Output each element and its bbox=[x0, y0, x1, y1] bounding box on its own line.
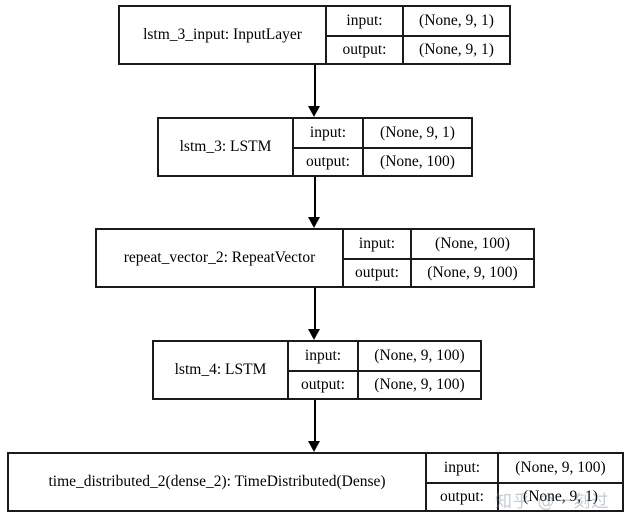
output-shape: (None, 9, 100) bbox=[359, 370, 480, 398]
node-label: lstm_4: LSTM bbox=[174, 361, 267, 379]
io-key-column: input: output: bbox=[342, 230, 410, 286]
input-shape: (None, 9, 100) bbox=[374, 347, 465, 364]
input-key: input: bbox=[309, 124, 347, 141]
node-lstm-4: lstm_4: LSTM input: output: (None, 9, 10… bbox=[152, 340, 482, 400]
input-key: input: bbox=[304, 347, 342, 364]
edge-arrowhead bbox=[308, 441, 320, 452]
node-lstm-3-input: lstm_3_input: InputLayer input: output: … bbox=[118, 5, 511, 65]
edge-lstm-3-to-repeat-vector-2 bbox=[314, 177, 316, 218]
node-repeat-vector-2: repeat_vector_2: RepeatVector input: out… bbox=[95, 228, 535, 288]
io-shape-column: (None, 9, 100) (None, 9, 100) bbox=[357, 342, 480, 398]
input-shape: (None, 9, 1) bbox=[380, 124, 455, 141]
io-shape-column: (None, 9, 100) (None, 9, 1) bbox=[497, 454, 622, 510]
edge-lstm-3-input-to-lstm-3 bbox=[314, 65, 316, 106]
io-key-column: input: output: bbox=[287, 342, 357, 398]
output-shape: (None, 9, 1) bbox=[499, 482, 622, 510]
output-key: output: bbox=[327, 35, 402, 63]
edge-arrowhead bbox=[308, 106, 320, 117]
input-key: input: bbox=[443, 459, 481, 476]
input-shape: (None, 9, 1) bbox=[419, 12, 494, 29]
output-key: output: bbox=[427, 482, 497, 510]
output-key: output: bbox=[344, 258, 410, 286]
node-lstm-3: lstm_3: LSTM input: output: (None, 9, 1)… bbox=[157, 117, 473, 177]
node-label: repeat_vector_2: RepeatVector bbox=[123, 249, 316, 267]
io-shape-column: (None, 100) (None, 9, 100) bbox=[410, 230, 533, 286]
output-shape: (None, 9, 100) bbox=[412, 258, 533, 286]
io-key-column: input: output: bbox=[325, 7, 402, 63]
edge-lstm-4-to-time-distributed-2 bbox=[314, 400, 316, 441]
io-shape-column: (None, 9, 1) (None, 100) bbox=[362, 119, 471, 175]
node-label: lstm_3: LSTM bbox=[179, 138, 272, 156]
output-key: output: bbox=[289, 370, 357, 398]
output-key: output: bbox=[294, 147, 362, 175]
node-time-distributed-2: time_distributed_2(dense_2): TimeDistrib… bbox=[7, 452, 624, 512]
input-shape: (None, 9, 100) bbox=[515, 459, 606, 476]
node-label: time_distributed_2(dense_2): TimeDistrib… bbox=[48, 473, 386, 491]
input-shape: (None, 100) bbox=[435, 235, 510, 252]
io-key-column: input: output: bbox=[425, 454, 497, 510]
output-shape: (None, 100) bbox=[364, 147, 471, 175]
node-label: lstm_3_input: InputLayer bbox=[143, 26, 302, 44]
edge-arrowhead bbox=[308, 217, 320, 228]
edge-repeat-vector-2-to-lstm-4 bbox=[314, 288, 316, 329]
input-key: input: bbox=[346, 12, 383, 29]
io-shape-column: (None, 9, 1) (None, 9, 1) bbox=[402, 7, 509, 63]
output-shape: (None, 9, 1) bbox=[404, 35, 509, 63]
edge-arrowhead bbox=[308, 329, 320, 340]
input-key: input: bbox=[358, 235, 396, 252]
io-key-column: input: output: bbox=[292, 119, 362, 175]
